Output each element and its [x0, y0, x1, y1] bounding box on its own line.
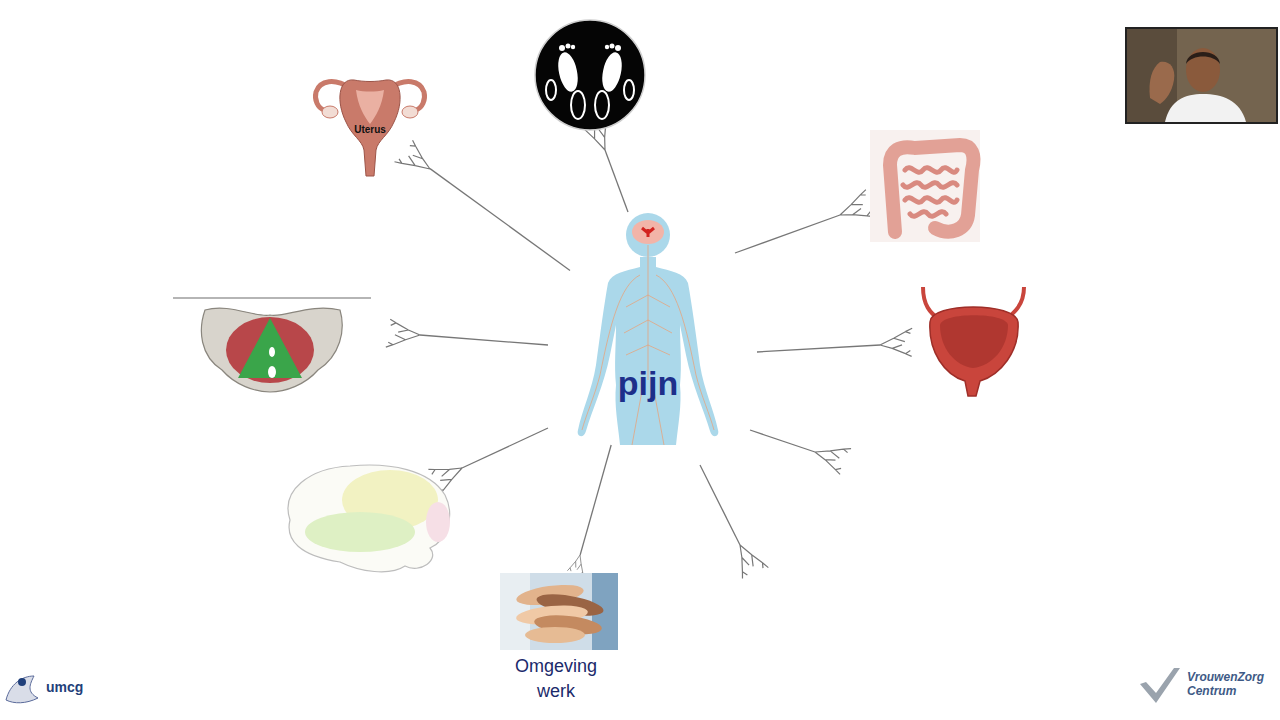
video-frame	[1126, 28, 1277, 123]
toe	[610, 44, 615, 49]
webcam-inset	[1126, 28, 1277, 123]
vrouwenzorg-logo	[1140, 668, 1180, 703]
toe	[566, 44, 571, 49]
umcg-logo	[6, 676, 38, 703]
logo-text: umcg	[46, 678, 126, 696]
node-caption: Omgeving werk	[504, 654, 608, 704]
large-intestine	[890, 145, 974, 232]
toe	[605, 45, 609, 49]
footprint-outline	[571, 91, 585, 119]
nerve-branch	[605, 150, 628, 212]
ovary	[402, 106, 418, 118]
bladder-inner	[940, 315, 1008, 368]
pelvis-bone	[201, 308, 342, 392]
opening	[269, 347, 275, 357]
logo-mark	[18, 678, 26, 686]
uterus-node: Uterus	[310, 70, 430, 180]
nerve-branch	[420, 335, 548, 345]
footprint-icon	[535, 20, 645, 130]
pelvic-floor-muscle	[238, 318, 302, 378]
icon-circle	[535, 20, 645, 130]
person-hand	[1149, 62, 1174, 104]
pelvic-muscle	[226, 317, 314, 383]
image-background	[870, 130, 980, 242]
person-head	[1186, 48, 1220, 92]
bladder	[930, 307, 1018, 396]
footprint	[555, 51, 581, 94]
person-hair	[1186, 52, 1220, 64]
body-nerves	[582, 245, 714, 445]
brain-outline	[288, 465, 450, 572]
body-node: pijn	[570, 205, 720, 445]
nerve-branch	[750, 430, 815, 452]
brain-illustration	[288, 465, 450, 572]
pelvis-illustration	[173, 298, 371, 392]
footprint	[599, 51, 625, 94]
environment-node: Omgeving werk	[500, 555, 618, 705]
nerve-branch	[735, 215, 840, 253]
image-edge	[173, 297, 371, 299]
bladder-illustration	[923, 287, 1024, 396]
ovary	[322, 106, 338, 118]
uterus-cavity	[356, 90, 384, 124]
central-label: pijn	[570, 363, 726, 403]
brain-lobe	[305, 512, 415, 552]
brain-lobe	[426, 502, 450, 542]
footprint-outline	[595, 91, 609, 119]
nerve-branch	[700, 465, 740, 545]
nerve-fork	[728, 538, 768, 580]
node-shape	[570, 205, 720, 445]
video-shadow	[1127, 29, 1177, 122]
logo-mark	[6, 676, 38, 703]
body-brain	[632, 220, 664, 244]
nerve-fork	[835, 190, 876, 228]
footprint-outline	[624, 80, 634, 100]
photo-background	[500, 573, 618, 650]
logo-check	[1140, 668, 1180, 703]
intestine-illustration	[870, 130, 980, 242]
organ-label: Uterus	[310, 124, 430, 136]
nerve-branches	[386, 115, 914, 581]
nerve-branch	[757, 345, 880, 352]
nerve-branch	[462, 428, 548, 468]
nerve-connector	[580, 445, 611, 555]
nerve-connector	[430, 169, 570, 271]
photo-hand	[525, 627, 585, 643]
nerve-fork	[386, 319, 421, 350]
footprint-outline	[546, 80, 556, 100]
toe	[571, 45, 575, 49]
person-shirt	[1165, 94, 1246, 122]
toe	[615, 45, 621, 51]
brain-center	[642, 228, 654, 237]
nerve-fork	[811, 438, 851, 475]
toe	[559, 45, 565, 51]
logo-text: VrouwenZorg Centrum	[1187, 670, 1275, 698]
nerve-fork	[567, 553, 589, 577]
small-intestine	[903, 168, 957, 217]
nerve-fork	[394, 139, 437, 181]
opening	[268, 366, 276, 378]
nerve-fork	[879, 328, 913, 358]
